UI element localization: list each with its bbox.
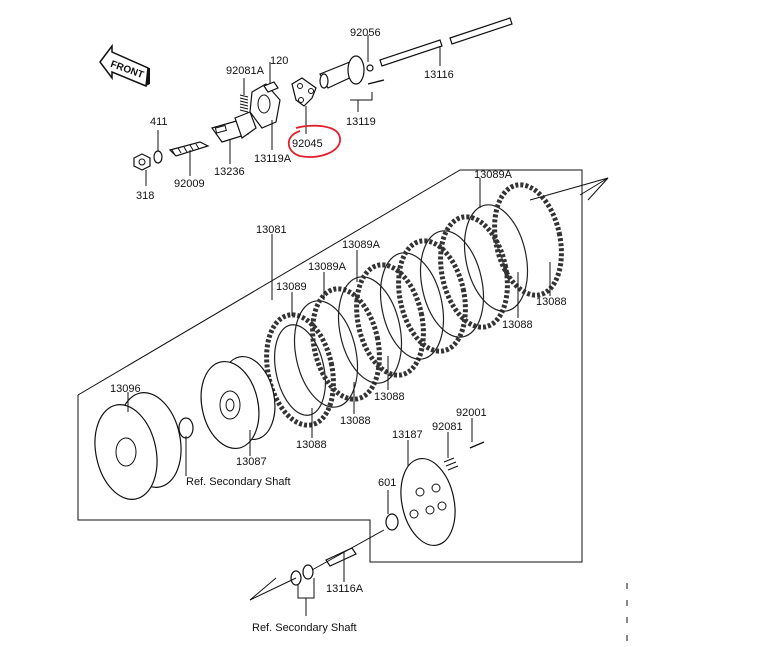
label-13089A-top: 13089A <box>474 169 513 181</box>
spring-92081 <box>443 457 459 471</box>
plate-13119A <box>249 83 281 129</box>
label-13119A: 13119A <box>254 153 292 165</box>
pushrod-13116 <box>379 39 443 67</box>
pressure-plate-13187 <box>400 458 456 546</box>
label-13089A-mid2: 13089A <box>308 261 347 273</box>
label-411: 411 <box>150 116 168 128</box>
label-ref-secondary-shaft-2: Ref. Secondary Shaft <box>252 622 357 634</box>
oring-92056 <box>366 64 374 72</box>
label-92081A: 92081A <box>226 65 265 77</box>
highlight-circle <box>287 124 341 158</box>
label-13116: 13116 <box>424 69 454 81</box>
label-13119: 13119 <box>346 116 376 128</box>
clutch-hub-13087 <box>200 355 276 450</box>
label-92009: 92009 <box>174 178 205 190</box>
label-13236: 13236 <box>214 166 245 178</box>
label-92045: 92045 <box>292 138 323 150</box>
part-labels: 92081A 120 92056 13116 411 92045 13119 3… <box>110 27 567 634</box>
label-13088-r2: 13088 <box>502 319 533 331</box>
label-13088-right: 13088 <box>536 296 567 308</box>
front-arrow: FRONT <box>99 43 150 88</box>
clutch-plate-stack <box>264 182 564 428</box>
label-92056: 92056 <box>350 27 381 39</box>
label-92001: 92001 <box>456 407 487 419</box>
bearing-601 <box>385 513 399 531</box>
label-ref-secondary-shaft-1: Ref. Secondary Shaft <box>186 476 291 488</box>
label-13087: 13087 <box>236 456 267 468</box>
label-13089: 13089 <box>276 281 307 293</box>
label-318: 318 <box>136 190 154 202</box>
label-13187: 13187 <box>392 429 423 441</box>
bolt-92001 <box>469 441 485 449</box>
spring-92081A <box>239 94 249 113</box>
bracket-92045 <box>291 77 317 107</box>
washer-411 <box>153 150 163 164</box>
nut-318 <box>133 153 151 171</box>
label-13088-c1: 13088 <box>374 391 405 403</box>
washer-ref-shaft <box>178 417 194 439</box>
label-120: 120 <box>270 55 288 67</box>
screw-92009 <box>168 141 210 157</box>
label-13089A-mid1: 13089A <box>342 239 381 251</box>
label-13116A: 13116A <box>326 583 364 595</box>
release-mechanism <box>133 17 513 171</box>
label-601: 601 <box>378 477 396 489</box>
label-13096: 13096 <box>110 383 141 395</box>
label-13081: 13081 <box>256 224 287 236</box>
label-92081: 92081 <box>432 421 463 433</box>
label-13088-c2: 13088 <box>340 415 371 427</box>
assembly-boundary <box>77 169 609 563</box>
pushrod-13116A <box>325 547 357 567</box>
clutch-housing-13096 <box>94 392 182 500</box>
label-13088-c3: 13088 <box>296 439 327 451</box>
